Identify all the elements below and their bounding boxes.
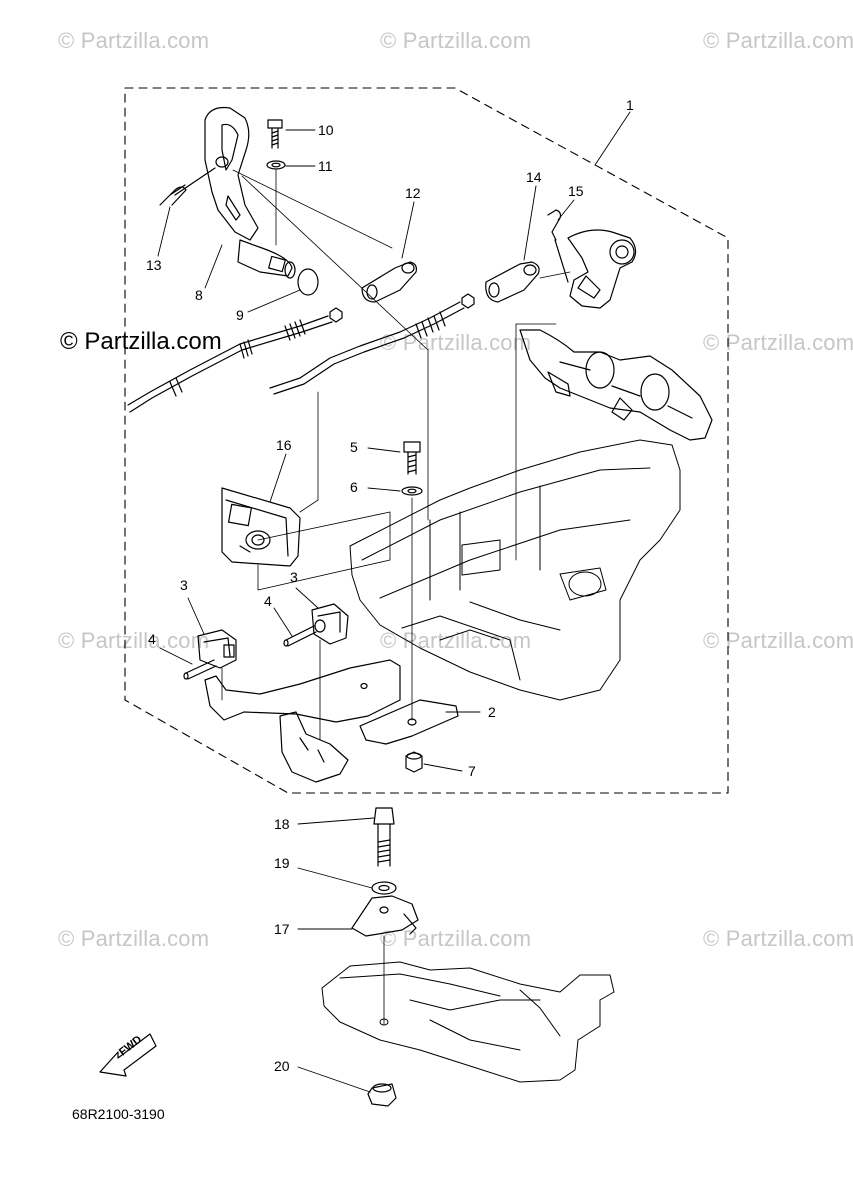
plate-part-17 — [351, 895, 419, 937]
nut — [329, 307, 343, 323]
control-handle-part-8 — [204, 106, 296, 279]
pin-part-4 — [283, 625, 317, 647]
bolt-part-18 — [373, 807, 395, 867]
cotter-pin-part-13 — [159, 184, 187, 206]
callout-15: 15 — [568, 183, 584, 199]
callout-8: 8 — [195, 287, 203, 303]
nut — [461, 293, 475, 309]
callout-14: 14 — [526, 169, 542, 185]
nut-part-20 — [367, 1083, 397, 1107]
callout-4: 4 — [148, 631, 156, 647]
callout-2: 2 — [488, 704, 496, 720]
cable-joint-part-12 — [361, 261, 417, 303]
callout-13: 13 — [146, 257, 162, 273]
watermark: © Partzilla.com — [703, 926, 853, 951]
bracket-part-2 — [204, 659, 459, 783]
watermark: © Partzilla.com — [58, 28, 210, 53]
cotter-pin-part-15 — [547, 209, 562, 241]
watermark-main: © Partzilla.com — [60, 328, 222, 355]
cable-joint-part-14 — [485, 261, 540, 303]
callout-1: 1 — [626, 97, 634, 113]
pin-part-4 — [183, 659, 217, 680]
watermark: © Partzilla.com — [380, 926, 532, 951]
callout-20: 20 — [274, 1058, 290, 1074]
callout-16: 16 — [276, 437, 292, 453]
callout-19: 19 — [274, 855, 290, 871]
callout-3: 3 — [180, 577, 188, 593]
callout-10: 10 — [318, 122, 334, 138]
callout-3: 3 — [290, 569, 298, 585]
watermark: © Partzilla.com — [703, 28, 853, 53]
bolt-part-10 — [267, 119, 283, 149]
callout-18: 18 — [274, 816, 290, 832]
callout-11: 11 — [318, 158, 333, 174]
shift-shaft-assembly — [519, 329, 713, 441]
watermark: © Partzilla.com — [380, 28, 532, 53]
nut-part-7 — [405, 751, 423, 773]
fwd-arrow-icon — [99, 1033, 157, 1077]
watermark: © Partzilla.com — [380, 628, 532, 653]
watermark: © Partzilla.com — [58, 628, 210, 653]
washer-part-6 — [401, 486, 423, 496]
callout-9: 9 — [236, 307, 244, 323]
o-ring-part-9 — [297, 268, 319, 296]
shift-lever — [567, 229, 637, 309]
swivel-bracket — [321, 961, 615, 1083]
callout-17: 17 — [274, 921, 290, 937]
callout-12: 12 — [405, 185, 421, 201]
assembly-boundary — [124, 87, 729, 794]
bolt-part-5 — [403, 441, 421, 475]
callout-5: 5 — [350, 439, 358, 455]
watermark: © Partzilla.com — [58, 926, 210, 951]
callout-7: 7 — [468, 763, 476, 779]
washer-part-11 — [266, 160, 286, 170]
callout-4: 4 — [264, 593, 272, 609]
cable-clip-part-3 — [311, 603, 349, 645]
bottom-cowling — [349, 323, 681, 701]
callout-6: 6 — [350, 479, 358, 495]
watermark: © Partzilla.com — [380, 330, 532, 355]
throttle-cable — [127, 315, 333, 413]
cable-clip-part-3 — [197, 629, 237, 669]
grommet-part-16 — [221, 487, 301, 567]
callout-leaders — [157, 111, 631, 1093]
washer-part-19 — [371, 881, 397, 895]
shift-cable — [269, 301, 465, 395]
diagram-code: 68R2100-3190 — [72, 1106, 165, 1122]
